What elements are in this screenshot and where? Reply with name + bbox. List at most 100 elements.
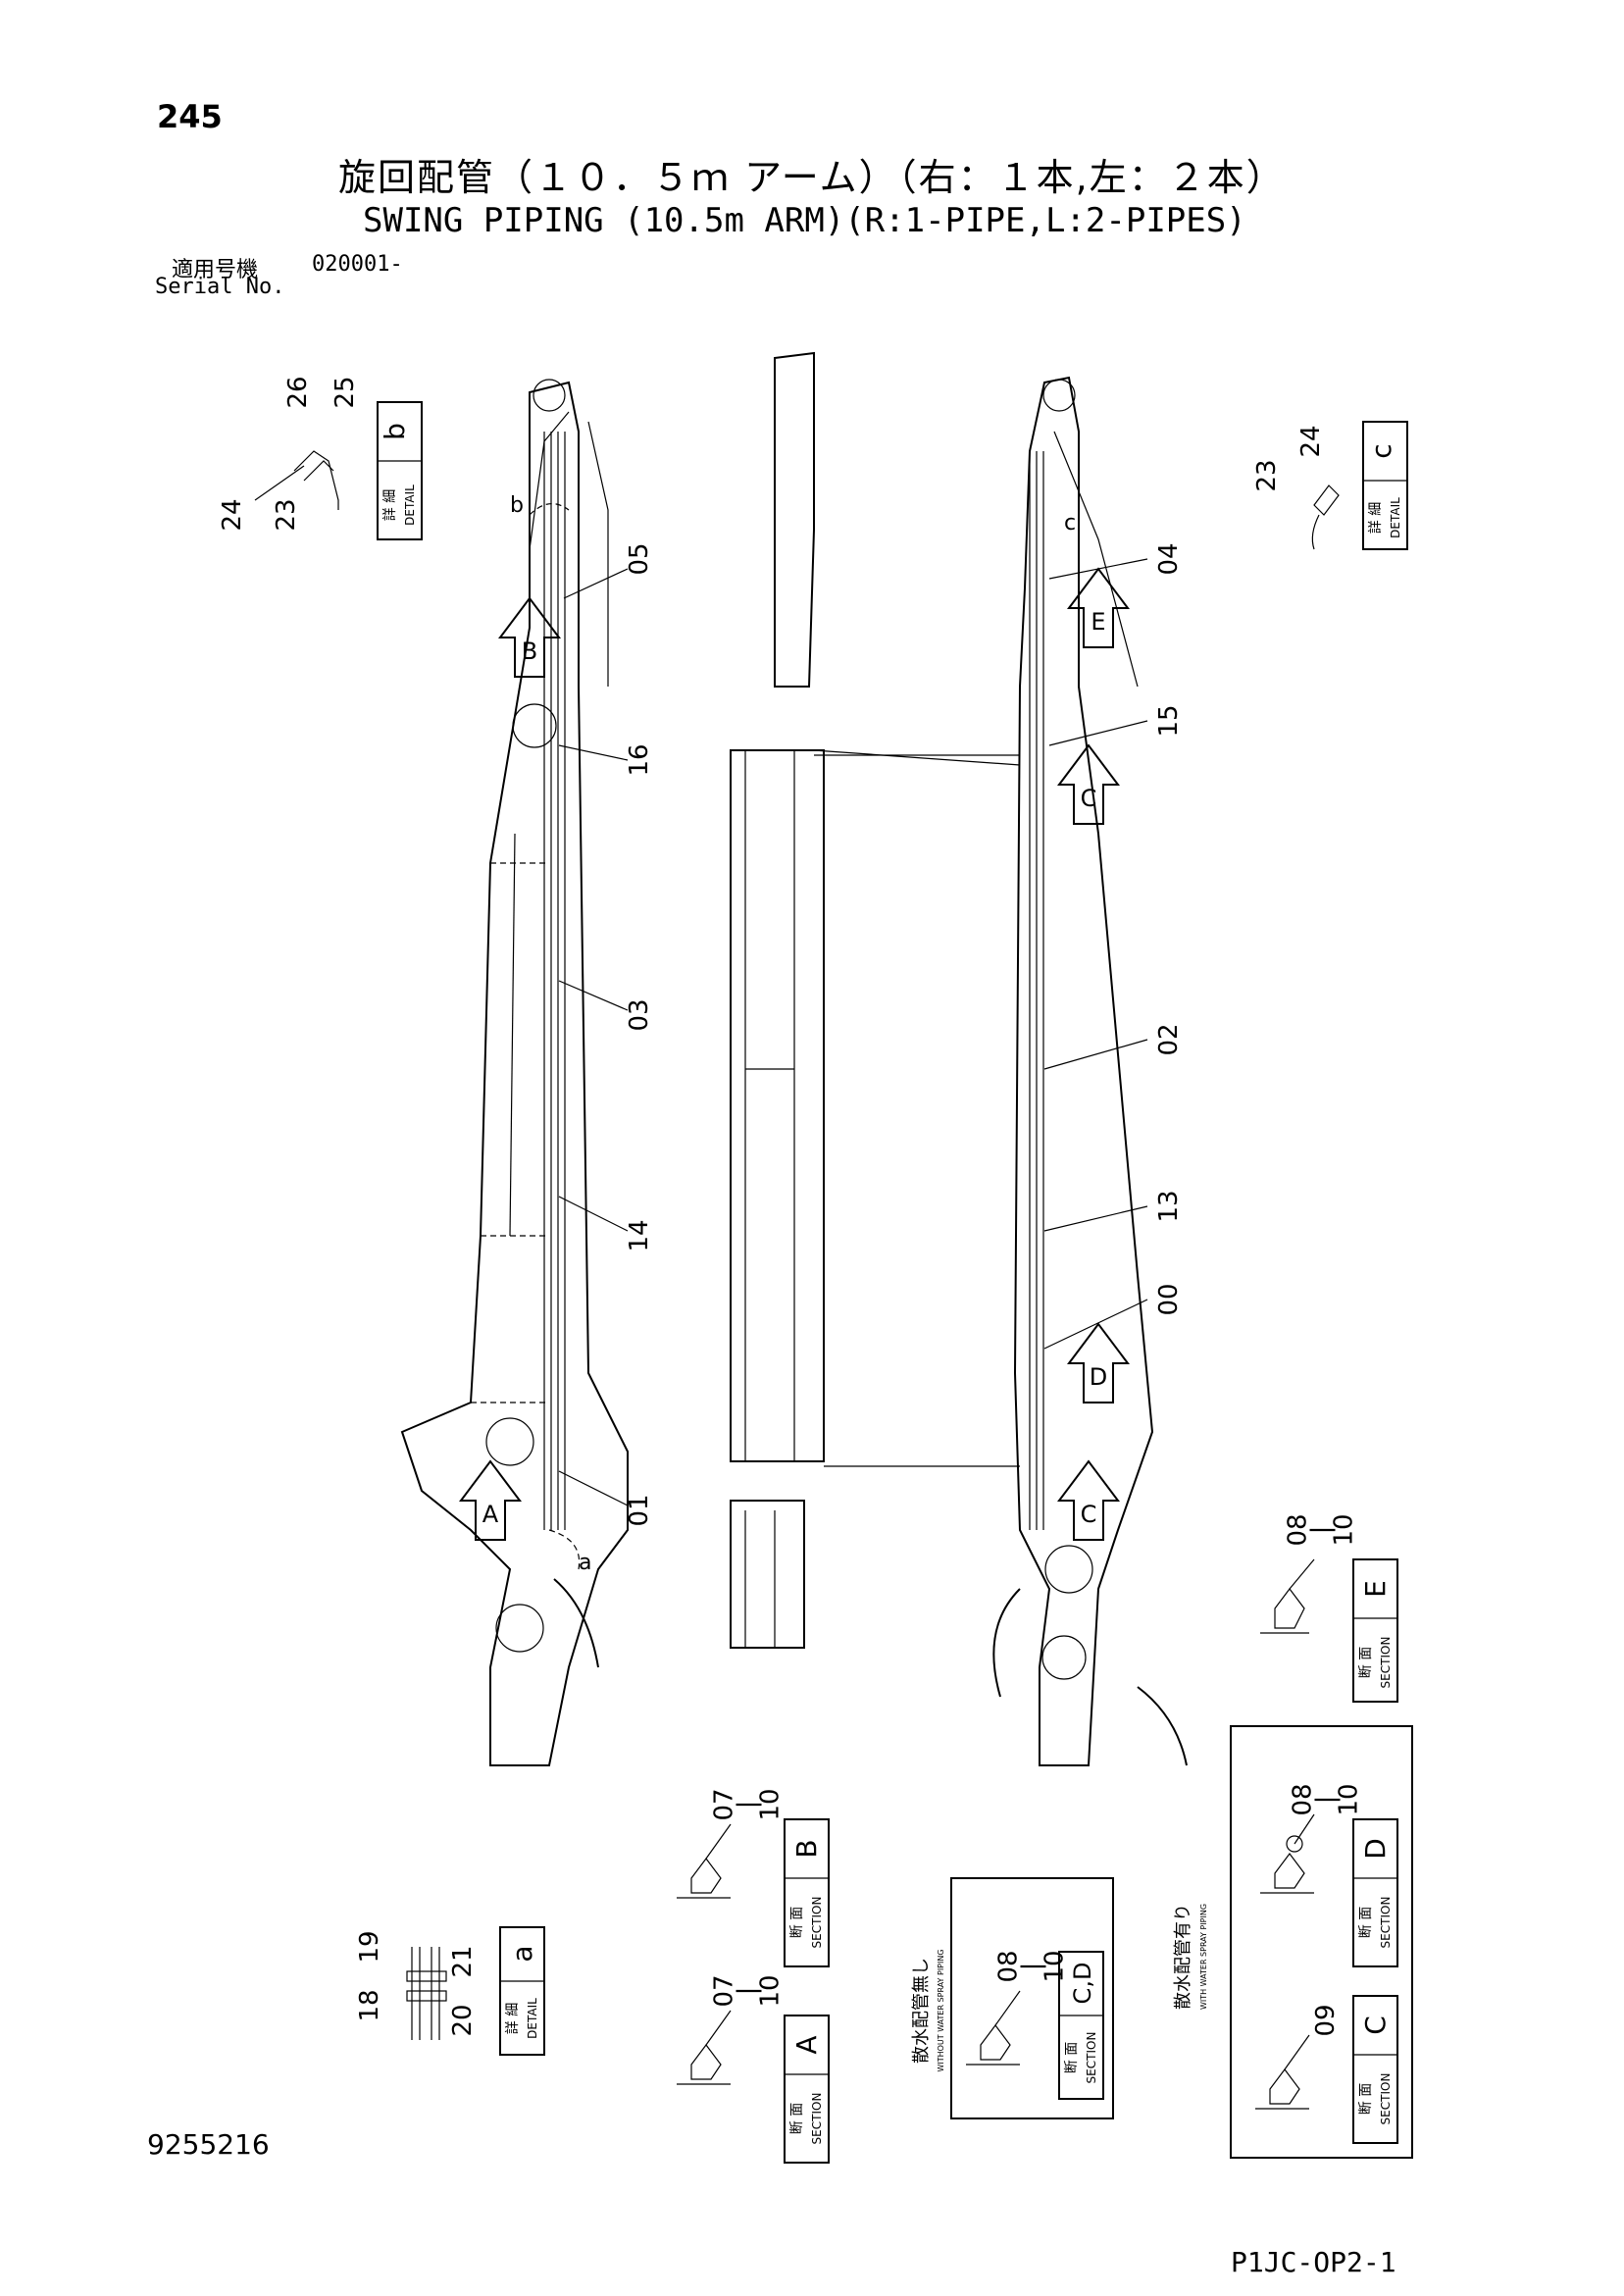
section-cd-box: 散水配管無し WITHOUT WATER SPRAY PIPING 08|10 … [911,1877,1114,2119]
svg-text:00: 00 [1154,1283,1184,1315]
detail-mark-a-on-arm: a [548,1529,591,1575]
svg-text:散水配管無し: 散水配管無し [911,1958,932,2064]
section-b: 07|10 B 断 面 SECTION [677,1788,830,1967]
svg-text:07|10: 07|10 [710,1974,786,2007]
callout-13: 13 [1043,1190,1184,1232]
svg-text:WITH WATER SPRAY PIPING: WITH WATER SPRAY PIPING [1199,1904,1208,2010]
view-arrow-e: E [1067,567,1130,648]
callout-03: 03 [558,980,654,1032]
left-arm-view [400,379,629,1766]
svg-text:05: 05 [625,542,654,575]
svg-text:断 面: 断 面 [789,1907,805,1938]
title-japanese: 旋回配管（１０．５ｍ アーム）（右：１本,左：２本） [338,156,1286,199]
sections-d-c-box: 散水配管有り WITH WATER SPRAY PIPING 08|10 D 断… [1173,1725,1413,2159]
svg-text:13: 13 [1154,1190,1184,1222]
svg-text:断 面: 断 面 [1358,1647,1374,1678]
svg-text:23: 23 [272,498,301,531]
detail-c: 23 24 c 詳 細 DETAIL [1252,421,1408,550]
svg-text:詳 細: 詳 細 [505,2003,521,2034]
serial-label-english: Serial No. [155,275,285,299]
section-e: 08|10 E 断 面 SECTION [1260,1513,1398,1703]
svg-text:C,D: C,D [1069,1963,1096,2005]
svg-text:04: 04 [1154,542,1184,575]
svg-text:SECTION: SECTION [1085,2032,1098,2084]
view-arrow-c-lower: C [1057,1459,1120,1541]
callout-00: 00 [1043,1283,1184,1350]
view-arrow-c-upper: C [1057,743,1120,825]
svg-text:21: 21 [448,1945,478,1977]
svg-text:C: C [1081,785,1097,812]
view-arrow-d: D [1067,1322,1130,1403]
serial-value: 020001- [312,252,403,277]
svg-text:D: D [1090,1363,1107,1391]
svg-text:a: a [579,1551,591,1575]
svg-text:c: c [1365,443,1397,458]
svg-text:03: 03 [625,998,654,1031]
svg-text:08|10: 08|10 [1289,1783,1364,1815]
svg-text:16: 16 [625,743,654,776]
callout-14: 14 [558,1196,654,1252]
svg-text:20: 20 [448,2004,478,2036]
svg-text:SECTION: SECTION [1379,1637,1393,1689]
svg-text:c: c [1064,511,1076,536]
svg-text:断 面: 断 面 [1358,1907,1374,1938]
svg-text:詳 細: 詳 細 [382,489,398,521]
svg-text:断 面: 断 面 [1358,2083,1374,2115]
svg-text:DETAIL: DETAIL [403,485,417,526]
svg-text:07|10: 07|10 [710,1788,786,1820]
svg-text:23: 23 [1252,459,1282,491]
detail-mark-b-on-arm: b [510,493,570,518]
callout-05: 05 [563,542,654,599]
serial-label-japanese: 適用号機 [172,258,259,282]
svg-text:25: 25 [330,376,360,408]
svg-text:散水配管有り: 散水配管有り [1173,1904,1193,2010]
detail-b: 24 23 26 25 b 詳 細 DETAIL [218,376,423,540]
svg-text:b: b [379,423,411,440]
callout-01: 01 [558,1470,654,1527]
svg-text:A: A [790,2035,823,2054]
svg-text:A: A [482,1501,499,1528]
title-english: SWING PIPING (10.5m ARM)(R:1-PIPE,L:2-PI… [363,201,1246,240]
svg-text:26: 26 [283,376,313,408]
svg-text:SECTION: SECTION [1379,1897,1393,1949]
svg-text:14: 14 [625,1219,654,1251]
svg-text:C: C [1081,1501,1097,1528]
svg-text:B: B [522,638,537,665]
svg-text:C: C [1359,2015,1392,2035]
detail-mark-c-on-arm: c [1064,511,1076,536]
svg-text:a: a [506,1945,538,1962]
callout-04: 04 [1048,542,1184,580]
svg-text:DETAIL: DETAIL [1389,497,1402,538]
svg-text:SECTION: SECTION [810,1897,824,1949]
svg-text:断 面: 断 面 [789,2103,805,2134]
document-number: 9255216 [147,2128,270,2161]
svg-text:08|10: 08|10 [994,1950,1070,1982]
svg-text:SECTION: SECTION [1379,2073,1393,2125]
page-number: 245 [157,98,223,135]
svg-text:E: E [1359,1580,1392,1598]
view-arrow-a: A [459,1459,522,1541]
svg-text:08|10: 08|10 [1284,1513,1359,1546]
section-a: 07|10 A 断 面 SECTION [677,1974,830,2164]
svg-text:SECTION: SECTION [810,2093,824,2145]
svg-text:19: 19 [355,1930,384,1963]
right-arm-view [992,376,1188,1766]
svg-text:D: D [1359,1838,1392,1860]
svg-text:15: 15 [1154,704,1184,737]
svg-text:E: E [1091,608,1105,636]
svg-text:B: B [790,1839,823,1858]
svg-text:断 面: 断 面 [1064,2042,1080,2073]
svg-text:WITHOUT WATER SPRAY PIPING: WITHOUT WATER SPRAY PIPING [937,1949,945,2071]
view-arrow-b: B [498,596,561,678]
svg-text:01: 01 [625,1494,654,1526]
callout-02: 02 [1043,1023,1184,1070]
svg-text:詳 細: 詳 細 [1368,502,1384,534]
svg-text:24: 24 [1296,425,1326,457]
svg-text:DETAIL: DETAIL [526,1998,539,2039]
center-arm-view [730,351,1021,1649]
svg-text:09: 09 [1311,2004,1341,2036]
sheet-code: P1JC-OP2-1 [1231,2246,1396,2278]
callout-15: 15 [1048,704,1184,746]
svg-text:18: 18 [355,1989,384,2021]
